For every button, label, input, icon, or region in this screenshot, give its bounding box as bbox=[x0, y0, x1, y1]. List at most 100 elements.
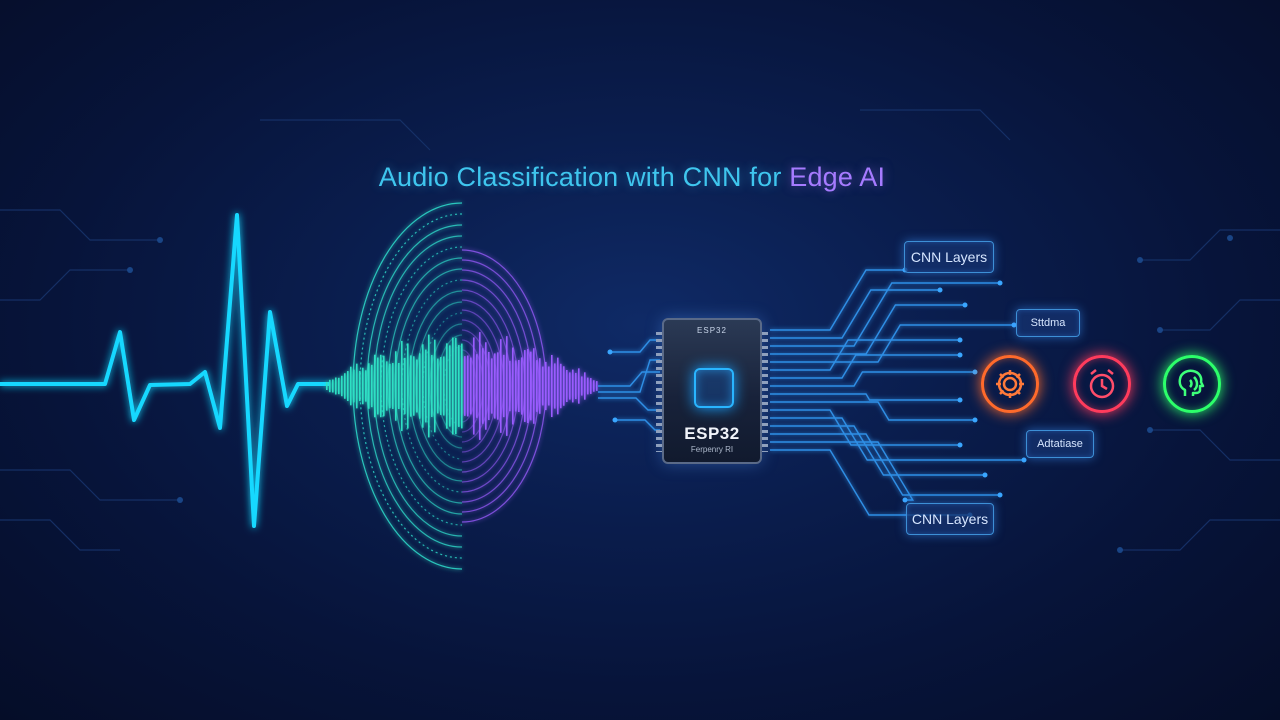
spectrum-bar bbox=[452, 337, 454, 435]
spectrum-bar bbox=[557, 357, 559, 415]
spectrum-bar bbox=[521, 357, 523, 415]
spectrum-bar bbox=[362, 367, 364, 405]
input-traces bbox=[598, 339, 660, 431]
audio-waveform bbox=[0, 213, 330, 528]
spectrum-bar bbox=[548, 366, 550, 406]
chip-core-icon bbox=[694, 368, 734, 408]
spectrum-bar bbox=[389, 363, 391, 409]
spectrum-bar bbox=[473, 337, 475, 435]
spectrum-bar bbox=[569, 372, 571, 400]
spectrum-bar bbox=[512, 347, 514, 425]
spectrum-bar bbox=[524, 350, 526, 422]
spectrum-bar bbox=[518, 360, 520, 412]
spectrum-bar bbox=[338, 377, 340, 395]
spectrum-bar bbox=[350, 366, 352, 406]
chip-pins-left bbox=[656, 332, 662, 452]
spectrum-bar bbox=[377, 357, 379, 415]
spectrum-bar bbox=[593, 380, 595, 392]
spectrum-bar bbox=[428, 334, 430, 438]
spectrum-bar bbox=[371, 364, 373, 408]
spectrum-bar bbox=[536, 360, 538, 412]
spectrum-bar bbox=[527, 348, 529, 424]
esp32-chip: ESP32 ESP32 Ferpenry RI bbox=[656, 318, 768, 464]
spectrum-bar bbox=[347, 371, 349, 401]
spectrum-bar bbox=[503, 354, 505, 418]
tag-cnn-layers-top: CNN Layers bbox=[904, 241, 994, 273]
spectrum-bar bbox=[392, 363, 394, 409]
spectrum-bar bbox=[443, 356, 445, 416]
spectrum-bar bbox=[539, 358, 541, 414]
spectrum-bar bbox=[341, 375, 343, 397]
spectrum-bar bbox=[566, 370, 568, 402]
spectrum-bar bbox=[476, 354, 478, 418]
spectrum-bars bbox=[326, 332, 598, 440]
spectrum-bar bbox=[545, 361, 547, 411]
title-accent: Edge AI bbox=[789, 162, 886, 192]
spectrum-bar bbox=[464, 356, 466, 416]
output-traces bbox=[770, 269, 1024, 516]
spectrum-bar bbox=[575, 372, 577, 400]
spectrum-bar bbox=[449, 345, 451, 427]
spectrum-bar bbox=[368, 363, 370, 409]
tag-lower: Adtatiase bbox=[1026, 430, 1094, 458]
gear-icon bbox=[981, 355, 1039, 413]
spectrum-bar bbox=[332, 379, 334, 393]
spectrum-bar bbox=[401, 340, 403, 432]
spectrum-bar bbox=[461, 343, 463, 429]
spectrum-bar bbox=[413, 356, 415, 416]
spectrum-bar bbox=[488, 351, 490, 421]
spectrum-bar bbox=[386, 361, 388, 411]
spectrum-bar bbox=[383, 355, 385, 417]
spectrum-bar bbox=[533, 348, 535, 424]
spectrum-bar bbox=[374, 354, 376, 418]
background-circuits bbox=[0, 109, 1280, 551]
spectrum-bar bbox=[560, 363, 562, 409]
spectrum-bar bbox=[419, 353, 421, 419]
spectrum-bar bbox=[329, 379, 331, 393]
spectrum-bar bbox=[434, 339, 436, 433]
spectrum-bar bbox=[485, 342, 487, 430]
spectrum-bar bbox=[578, 368, 580, 404]
page-title: Audio Classification with CNN for Edge A… bbox=[0, 162, 1264, 193]
spectrum-bar bbox=[359, 370, 361, 402]
spectrum-bar bbox=[494, 353, 496, 419]
spectrum-bar bbox=[509, 360, 511, 412]
spectrum-bar bbox=[491, 358, 493, 414]
spectrum-bar bbox=[551, 354, 553, 418]
spectrum-bar bbox=[398, 363, 400, 409]
spectrum-bar bbox=[506, 336, 508, 436]
spectrum-bar bbox=[425, 349, 427, 423]
spectrum-bar bbox=[431, 355, 433, 417]
spectrum-bar bbox=[554, 363, 556, 409]
spectrum-bar bbox=[326, 382, 328, 390]
spectrum-bar bbox=[530, 351, 532, 421]
spectrum-bar bbox=[542, 366, 544, 406]
spectrum-bar bbox=[458, 345, 460, 427]
spectrum-bar bbox=[380, 354, 382, 418]
spectrum-bar bbox=[572, 369, 574, 403]
spectrum-bar bbox=[437, 358, 439, 414]
title-text: Audio Classification with CNN for Edge A… bbox=[378, 162, 886, 192]
spectrum-bar bbox=[479, 332, 481, 440]
spectrum-bar bbox=[470, 357, 472, 415]
spectrum-bar bbox=[500, 339, 502, 433]
spectrum-bar bbox=[497, 352, 499, 420]
spectrum-bar bbox=[335, 377, 337, 395]
spectrum-bar bbox=[404, 357, 406, 415]
spectrum-bar bbox=[416, 359, 418, 413]
spectrum-bar bbox=[353, 369, 355, 403]
spectrum-bar bbox=[596, 381, 598, 391]
spectrum-bar bbox=[365, 370, 367, 402]
spectrum-bar bbox=[563, 366, 565, 406]
spectrum-bar bbox=[344, 373, 346, 399]
spectrum-bar bbox=[410, 355, 412, 417]
spectrum-bar bbox=[587, 377, 589, 395]
spectrum-bar bbox=[395, 351, 397, 421]
spectrum-bar bbox=[455, 337, 457, 435]
chip-top-label: ESP32 bbox=[697, 326, 727, 335]
chip-sub-label: Ferpenry RI bbox=[690, 445, 734, 454]
chip-name: ESP32 bbox=[684, 424, 740, 443]
spectrum-bar bbox=[581, 376, 583, 396]
spectrum-bar bbox=[356, 363, 358, 409]
